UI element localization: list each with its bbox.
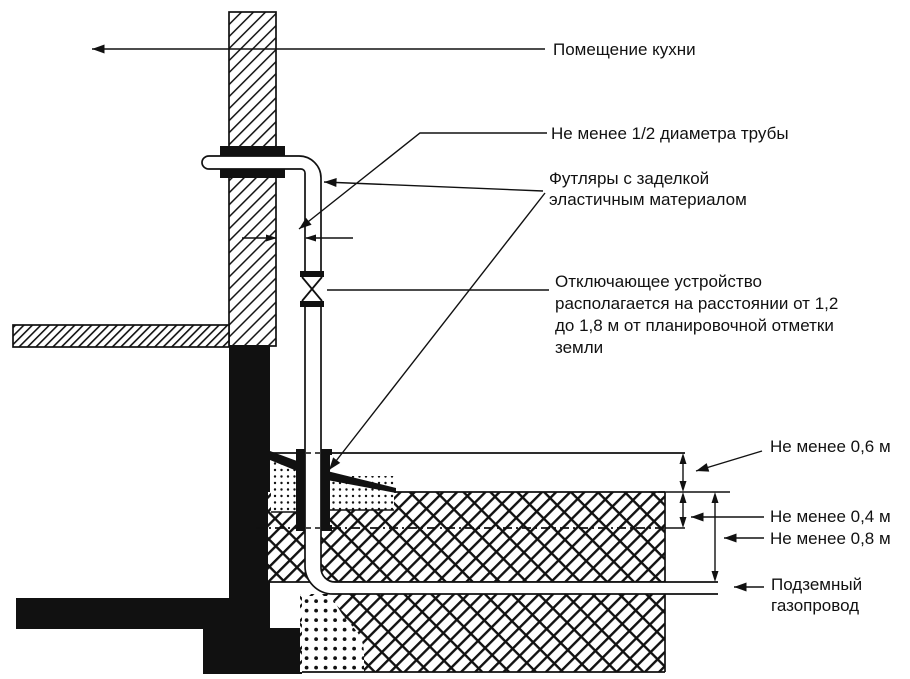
dimensions [242,234,719,582]
foundation-wall [229,345,270,629]
label-kitchen-room: Помещение кухни [553,40,696,59]
backfill-bottom [302,596,364,672]
label-shutoff-line1: Отключающее устройство [555,272,762,291]
label-underground-line1: Подземный [771,575,862,594]
blind-area [270,451,396,493]
label-shutoff-line2: располагается на расстоянии от 1,2 [555,294,838,313]
kitchen-wall [228,11,277,347]
foundation-footing [203,628,302,674]
pipe-end-cap [201,155,210,170]
min06-leader [695,450,763,472]
label-shutoff-line4: земли [555,338,603,357]
label-sleeves-line1: Футляры с заделкой [549,169,709,188]
sleeve-leader-ground [328,192,546,471]
blind-area-left [270,451,297,471]
blind-area-right [327,471,396,493]
floor-slab [12,324,230,348]
label-half-diameter: Не менее 1/2 диаметра трубы [551,124,789,143]
ground [256,452,730,672]
shutoff-valve-icon [300,271,324,307]
label-min-04: Не менее 0,4 м [770,507,891,526]
leaders [92,44,764,592]
gas-pipe [201,155,718,595]
label-shutoff-line3: до 1,8 м от планировочной отметки [555,316,834,335]
wall-sleeve [220,146,285,178]
label-min-08: Не менее 0,8 м [770,529,891,548]
annotations: Помещение кухни Не менее 1/2 диаметра тр… [549,40,891,615]
basement-floor [16,598,229,629]
building-structure [12,11,302,674]
half-diameter-leader [298,132,547,230]
label-underground-line2: газопровод [771,596,859,615]
sleeve-leader-wall [323,178,544,192]
label-sleeves-line2: эластичным материалом [549,190,747,209]
label-min-06: Не менее 0,6 м [770,437,891,456]
